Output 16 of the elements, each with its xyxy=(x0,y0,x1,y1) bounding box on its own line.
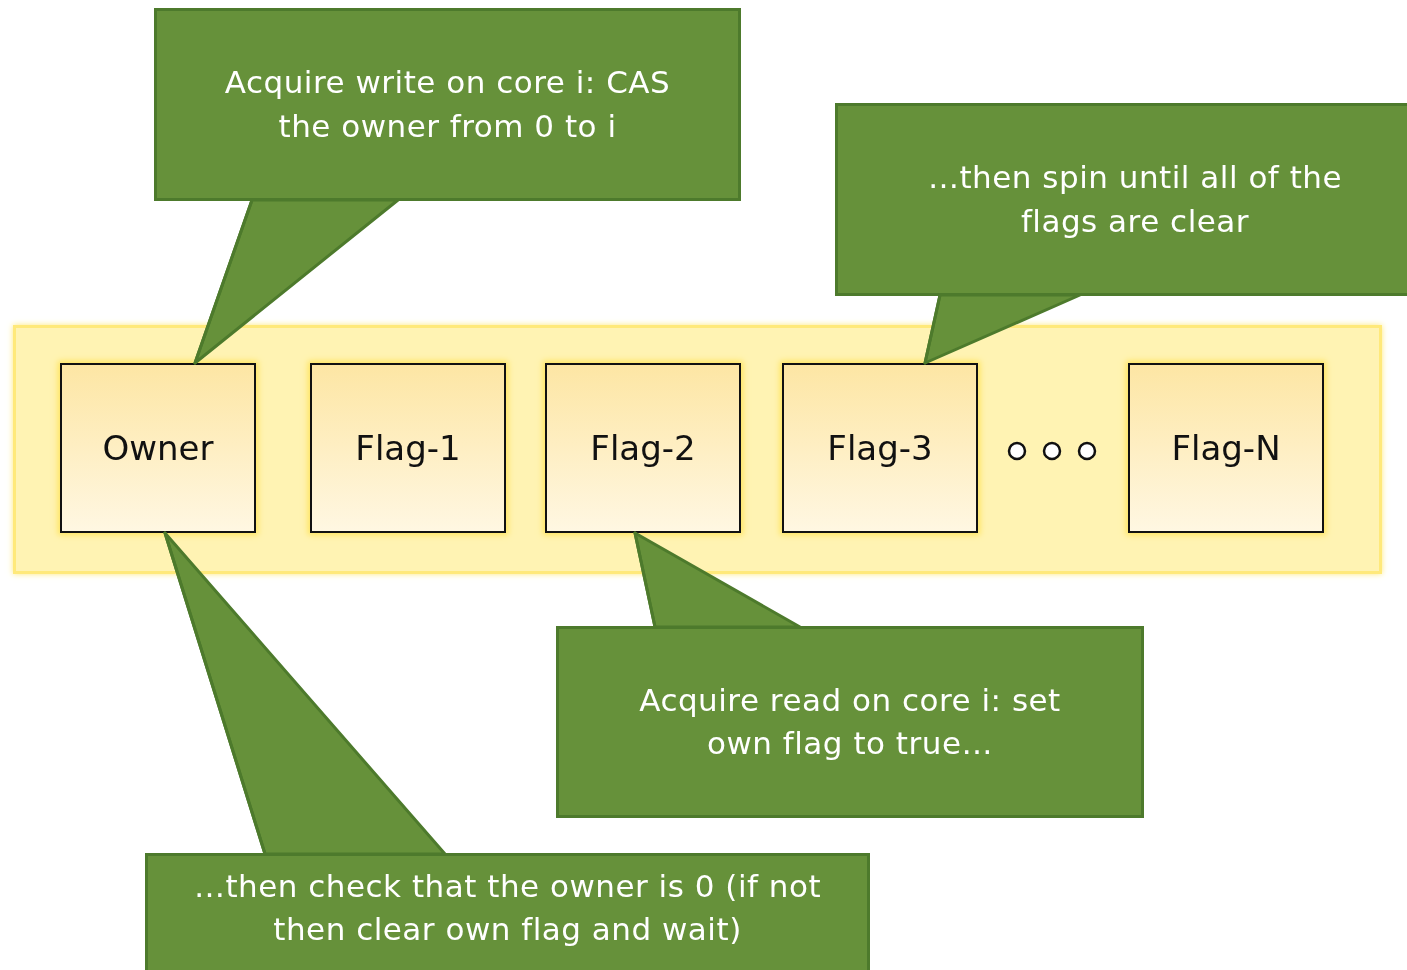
memory-cell xyxy=(60,363,256,533)
memory-cell xyxy=(1128,363,1324,533)
cell-label: Flag-3 xyxy=(827,428,933,468)
callout-text: …then check that the owner is 0 (if not then clear own flag and wait) xyxy=(192,866,823,949)
cell-label: Flag-1 xyxy=(355,428,461,468)
memory-cell xyxy=(310,363,506,533)
memory-band xyxy=(13,325,1382,574)
cell-label: Flag-N xyxy=(1171,428,1281,468)
callout-text: …then spin until all of the flags are clear xyxy=(926,158,1343,241)
memory-cell xyxy=(782,363,978,533)
cell-label: Flag-2 xyxy=(590,428,696,468)
cell-label: Owner xyxy=(102,428,214,468)
callout-text: Acquire write on core i: CAS the owner from 0 to i xyxy=(223,63,672,146)
memory-cell xyxy=(545,363,741,533)
callout-box xyxy=(145,853,870,970)
callout-text: Acquire read on core i: set own flag to true… xyxy=(638,680,1062,763)
